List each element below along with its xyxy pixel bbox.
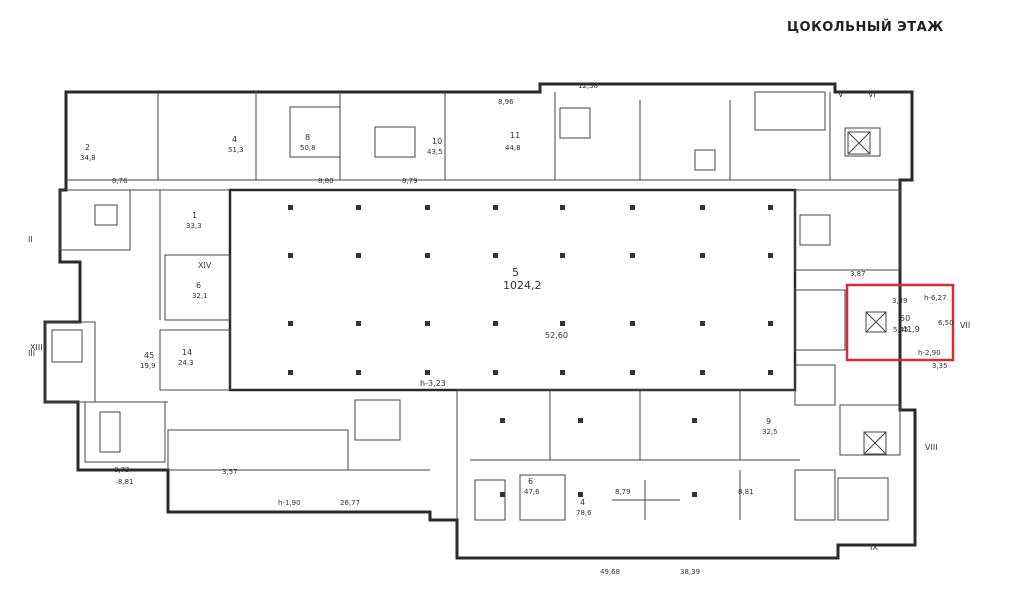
axis-mark-xiii: XIII <box>30 343 43 352</box>
room-10-number: 10 <box>432 137 442 146</box>
page-title: ЦОКОЛЬНЫЙ ЭТАЖ <box>787 20 944 35</box>
dim-right-b: 3,35 <box>932 362 948 370</box>
dim-bottom-a: 8,81 <box>118 478 134 486</box>
room-4b-number: 4 <box>580 498 585 507</box>
axis-mark-vii: VII <box>960 321 970 330</box>
dim-mid-c: 3,57 <box>222 468 238 476</box>
columns <box>288 205 773 497</box>
center-height-dim: h-3,23 <box>420 379 446 388</box>
room-9-area: 32,5 <box>762 428 778 436</box>
dim-left-top: 8,76 <box>112 177 128 185</box>
room-2-area: 34,8 <box>80 154 96 162</box>
room-50-d2: 5,45 <box>893 326 909 334</box>
room-11-number: 11 <box>510 131 520 140</box>
room-10-area: 43,5 <box>427 148 443 156</box>
axis-mark-ix: IX <box>870 543 878 552</box>
room-2-number: 2 <box>85 143 90 152</box>
room-6b-number: 6 <box>528 477 533 486</box>
center-width-dim: 52,60 <box>545 331 568 340</box>
room-50-h1: h-6,27 <box>924 294 947 302</box>
room-6b-area: 47,6 <box>524 488 540 496</box>
stair-icon <box>51 131 887 455</box>
dim-bottom-d: 26,77 <box>340 499 360 507</box>
room-5-number: 5 <box>512 266 519 279</box>
right-partitions <box>794 189 901 521</box>
dim-top-a: 8,80 <box>318 177 334 185</box>
room-11-area: 44,8 <box>505 144 521 152</box>
dim-top-d: 12,38 <box>578 82 598 90</box>
room-45-number: 45 <box>144 351 154 360</box>
dim-bottom-c: h-1,90 <box>278 499 301 507</box>
room-45-area: 19,9 <box>140 362 156 370</box>
axis-mark-iii: III <box>28 349 35 358</box>
room-9-number: 9 <box>766 417 771 426</box>
top-partitions <box>66 91 900 181</box>
room-14-number: 14 <box>182 348 192 357</box>
room-4b-area: 78,6 <box>576 509 592 517</box>
axis-mark-vi: VI <box>868 90 876 99</box>
left-partitions <box>44 189 430 471</box>
outer-wall <box>43 82 917 560</box>
room-6-area: 32,1 <box>192 292 208 300</box>
dim-top-c: 8,96 <box>498 98 514 106</box>
dim-bottom-b: 8,73 <box>114 466 130 474</box>
axis-mark-xiv: XIV <box>198 261 212 270</box>
room-8-number: 8 <box>305 133 310 142</box>
room-1-area: 33,3 <box>186 222 202 230</box>
room-50-d1: 3,39 <box>892 297 908 305</box>
room-14-area: 24,3 <box>178 359 194 367</box>
room-50-h2: h-2,90 <box>918 349 941 357</box>
room-1-number: 1 <box>192 211 197 220</box>
room-50-area: 41,9 <box>902 325 920 334</box>
room-4-number: 4 <box>232 135 237 144</box>
dim-mid-a: 8,79 <box>615 488 631 496</box>
axis-mark-ii: II <box>28 235 33 244</box>
bottom-partitions <box>456 389 800 521</box>
dim-bottom-right: 38,39 <box>680 568 700 576</box>
highlight-frame <box>845 283 955 362</box>
dim-bottom-total: 49,68 <box>600 568 620 576</box>
room-50-w: 6,50 <box>938 319 954 327</box>
axis-mark-v: V <box>838 90 844 99</box>
room-5-area: 1024,2 <box>503 279 542 292</box>
room-8-area: 50,8 <box>300 144 316 152</box>
room-4-area: 51,3 <box>228 146 244 154</box>
dim-right-a: 3,87 <box>850 270 866 278</box>
axis-mark-viii: VIII <box>925 443 938 452</box>
room-50-number: 50 <box>900 314 910 323</box>
dim-mid-b: 8,81 <box>738 488 754 496</box>
dim-top-b: 8,79 <box>402 177 418 185</box>
room-6-number: 6 <box>196 281 201 290</box>
